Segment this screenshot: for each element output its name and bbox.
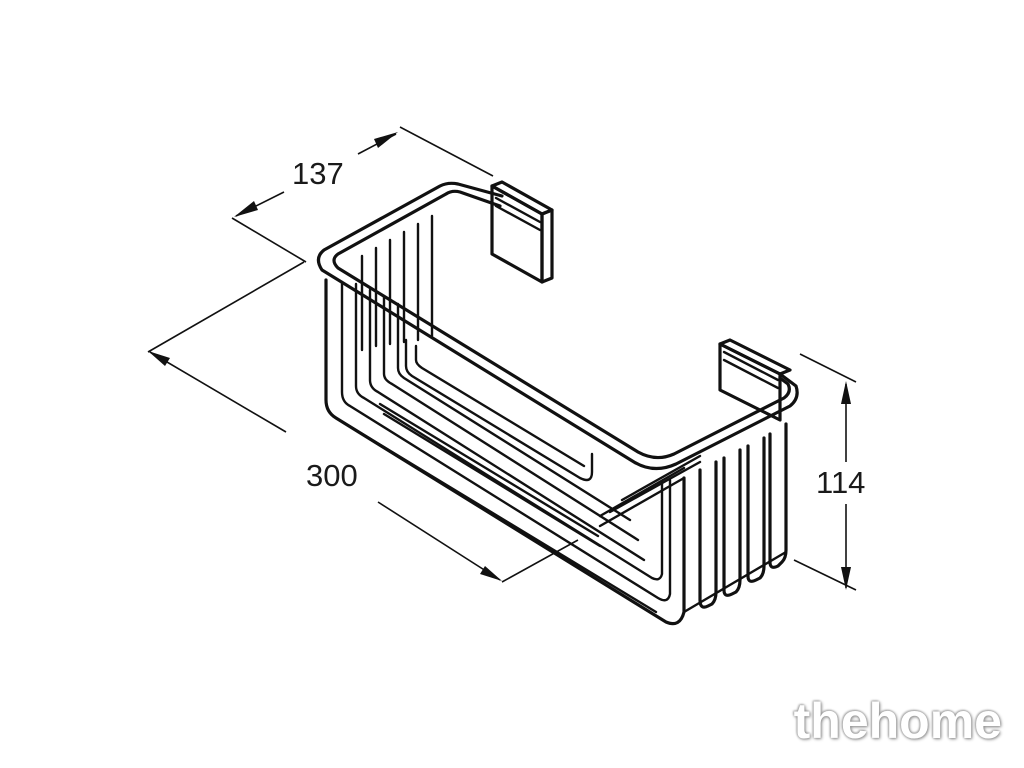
- dimension-line-length-right: [377, 501, 501, 581]
- wall-bracket-back: [490, 180, 554, 284]
- arrowhead-height-bottom: [841, 567, 851, 590]
- arrowhead-height-top: [841, 381, 851, 404]
- dimension-label-depth: 137: [292, 156, 344, 191]
- extension-line-depth-back: [399, 126, 494, 177]
- dimension-line-length-left: [149, 351, 287, 433]
- watermark-logo: thehome: [793, 693, 1002, 749]
- dimension-depth: 137: [231, 126, 494, 263]
- arrowhead-length-left: [148, 351, 170, 366]
- arrowhead-length-right: [480, 566, 502, 581]
- wall-bracket-front: [718, 338, 792, 422]
- dimension-length: 300: [147, 261, 579, 583]
- basket-inner-shelf: [378, 338, 686, 548]
- dimension-height: 114: [793, 353, 865, 591]
- extension-line-length-right: [501, 539, 579, 583]
- basket-left-end-wires: [324, 278, 686, 626]
- arrowhead-depth-left: [234, 201, 258, 217]
- basket-bottom-rails: [334, 416, 788, 614]
- dimension-label-length: 300: [306, 458, 358, 493]
- extension-line-depth-front: [231, 217, 307, 263]
- basket-back-wires: [360, 214, 434, 352]
- extension-line-height-top: [799, 353, 857, 383]
- extension-line-length-left: [147, 261, 305, 353]
- basket-right-end-wires: [698, 422, 788, 609]
- basket-top-rim: [316, 181, 799, 471]
- dimension-label-height: 114: [816, 465, 865, 500]
- arrowhead-depth-right: [374, 132, 398, 148]
